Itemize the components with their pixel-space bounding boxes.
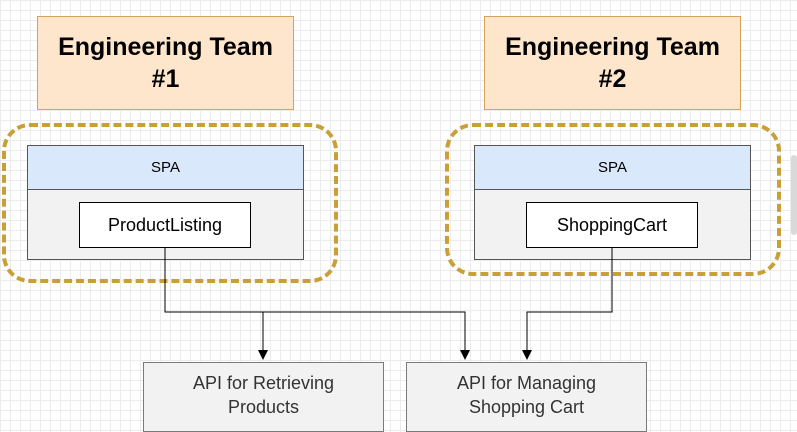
team-2-box[interactable]: Engineering Team #2 [484,16,741,110]
connector-arrows [164,248,613,360]
vertical-scrollbar[interactable] [791,155,797,235]
api-2-line2: Shopping Cart [468,397,585,417]
api-1-line2: Products [227,397,300,417]
product-listing-component[interactable]: ProductListing [79,202,251,248]
spa-1-header: SPA [28,146,303,190]
arrow-shoppingcart-to-managing-api [522,248,613,360]
api-1-line1: API for Retrieving [192,373,335,393]
spa-2-header: SPA [475,146,750,190]
shopping-cart-component[interactable]: ShoppingCart [526,202,698,248]
arrow-productlisting-to-retrieving-api [164,248,268,360]
team-2-ownership-group [445,123,781,276]
team-1-box[interactable]: Engineering Team #1 [37,16,294,110]
team-1-ownership-group [2,123,338,283]
arrow-productlisting-to-managing-api [263,311,470,360]
api-managing-cart-box[interactable]: API for Managing Shopping Cart [406,362,647,432]
team-2-title: Engineering Team [505,33,720,61]
api-retrieving-products-box[interactable]: API for Retrieving Products [143,362,384,432]
team-1-number: #1 [151,65,180,93]
team-2-number: #2 [598,65,627,93]
api-2-line1: API for Managing [456,373,597,393]
team-1-title: Engineering Team [58,33,273,61]
